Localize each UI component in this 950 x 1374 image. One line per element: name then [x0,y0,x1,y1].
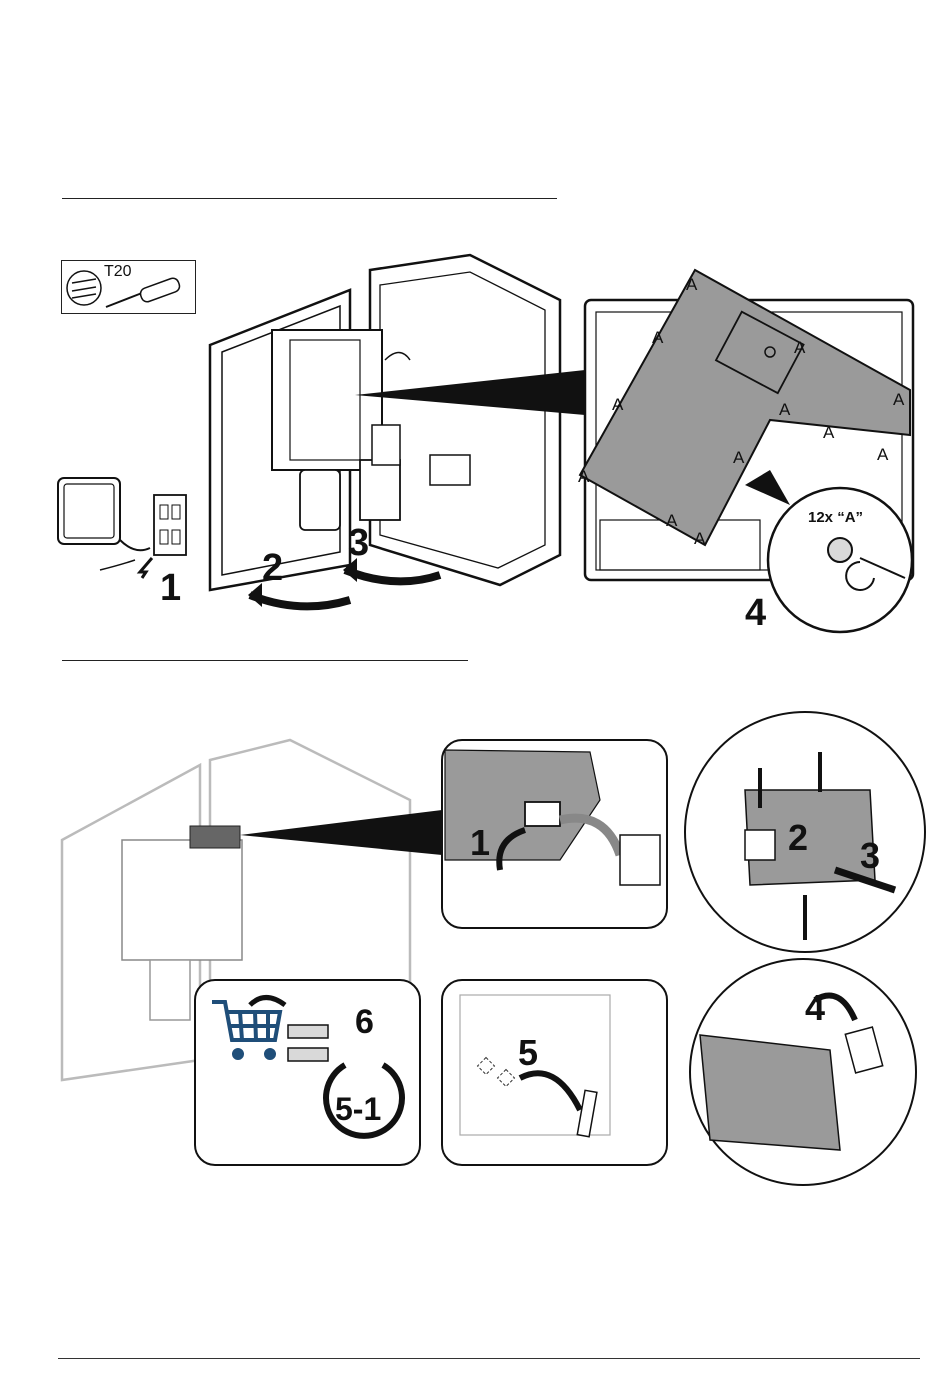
fuse-icon [288,1048,328,1061]
fuse-icon [288,1025,328,1038]
panel-step-4 [690,959,916,1185]
panel-step-5 [442,980,667,1165]
fig2-step-2: 2 [788,817,808,858]
panel-step-6 [195,980,420,1165]
fig2-step-6: 6 [355,1003,374,1041]
footer-rule [58,1358,920,1359]
fig2-step-5: 5 [518,1032,538,1073]
fig2-step-4: 4 [805,987,825,1028]
fig2-step-3: 3 [860,835,880,876]
fig2-loop-label: 5-1 [335,1091,381,1127]
fig2-step-1: 1 [470,822,490,863]
